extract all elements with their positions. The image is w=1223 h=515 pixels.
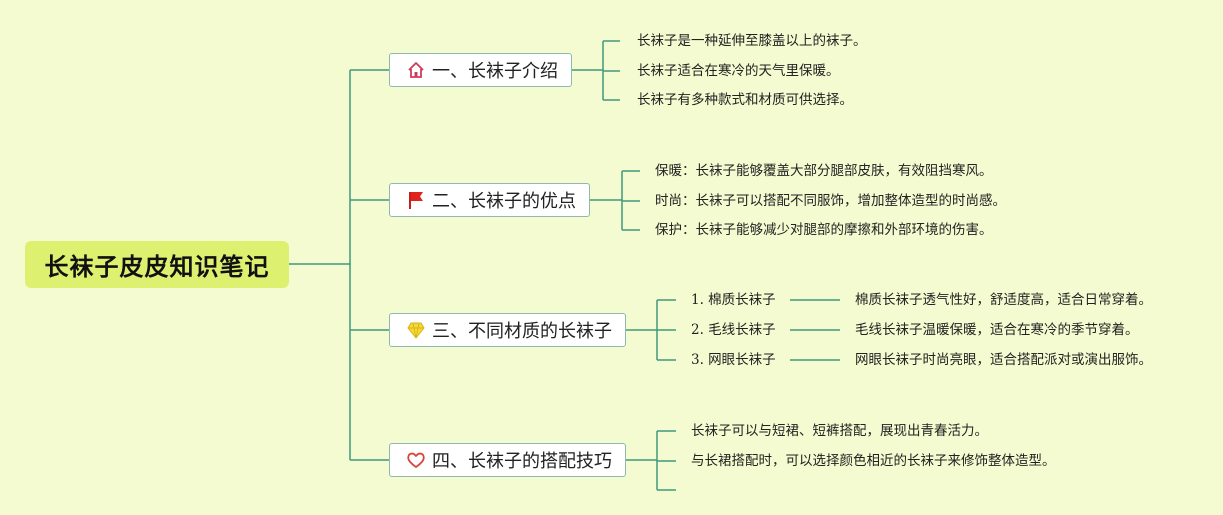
diamond-icon: [406, 320, 426, 340]
red-flag-icon: [406, 190, 426, 210]
material-description: 棉质长袜子透气性好，舒适度高，适合日常穿着。: [855, 292, 1152, 308]
material-name: 3. 网眼长袜子: [691, 352, 776, 368]
home-icon: [406, 60, 426, 80]
leaf-item: 长袜子适合在寒冷的天气里保暖。: [637, 63, 840, 79]
branch-title: 四、长袜子的搭配技巧: [432, 451, 612, 472]
branch-matching-tips[interactable]: 四、长袜子的搭配技巧: [389, 443, 626, 477]
branch-title: 一、长袜子介绍: [432, 61, 558, 82]
branch-materials[interactable]: 三、不同材质的长袜子: [389, 313, 626, 347]
material-description: 网眼长袜子时尚亮眼，适合搭配派对或演出服饰。: [855, 352, 1152, 368]
branch-advantages[interactable]: 二、长袜子的优点: [389, 183, 590, 217]
material-name: 1. 棉质长袜子: [691, 292, 776, 308]
leaf-item: 保护：长袜子能够减少对腿部的摩擦和外部环境的伤害。: [655, 222, 993, 238]
leaf-item: 长袜子可以与短裙、短裤搭配，展现出青春活力。: [691, 423, 988, 439]
branch-title: 二、长袜子的优点: [432, 191, 576, 212]
branch-title: 三、不同材质的长袜子: [432, 321, 612, 342]
root-topic[interactable]: 长袜子皮皮知识笔记: [25, 241, 289, 288]
leaf-item: 与长裙搭配时，可以选择颜色相近的长袜子来修饰整体造型。: [691, 453, 1056, 469]
material-description: 毛线长袜子温暖保暖，适合在寒冷的季节穿着。: [855, 322, 1139, 338]
branch-introduction[interactable]: 一、长袜子介绍: [389, 53, 572, 87]
leaf-item: 保暖：长袜子能够覆盖大部分腿部皮肤，有效阻挡寒风。: [655, 163, 993, 179]
heart-icon: [406, 450, 426, 470]
material-name: 2. 毛线长袜子: [691, 322, 776, 338]
leaf-item: 时尚：长袜子可以搭配不同服饰，增加整体造型的时尚感。: [655, 193, 1006, 209]
leaf-item: 长袜子有多种款式和材质可供选择。: [637, 92, 853, 108]
root-title: 长袜子皮皮知识笔记: [44, 253, 270, 281]
leaf-item: 长袜子是一种延伸至膝盖以上的袜子。: [637, 33, 867, 49]
